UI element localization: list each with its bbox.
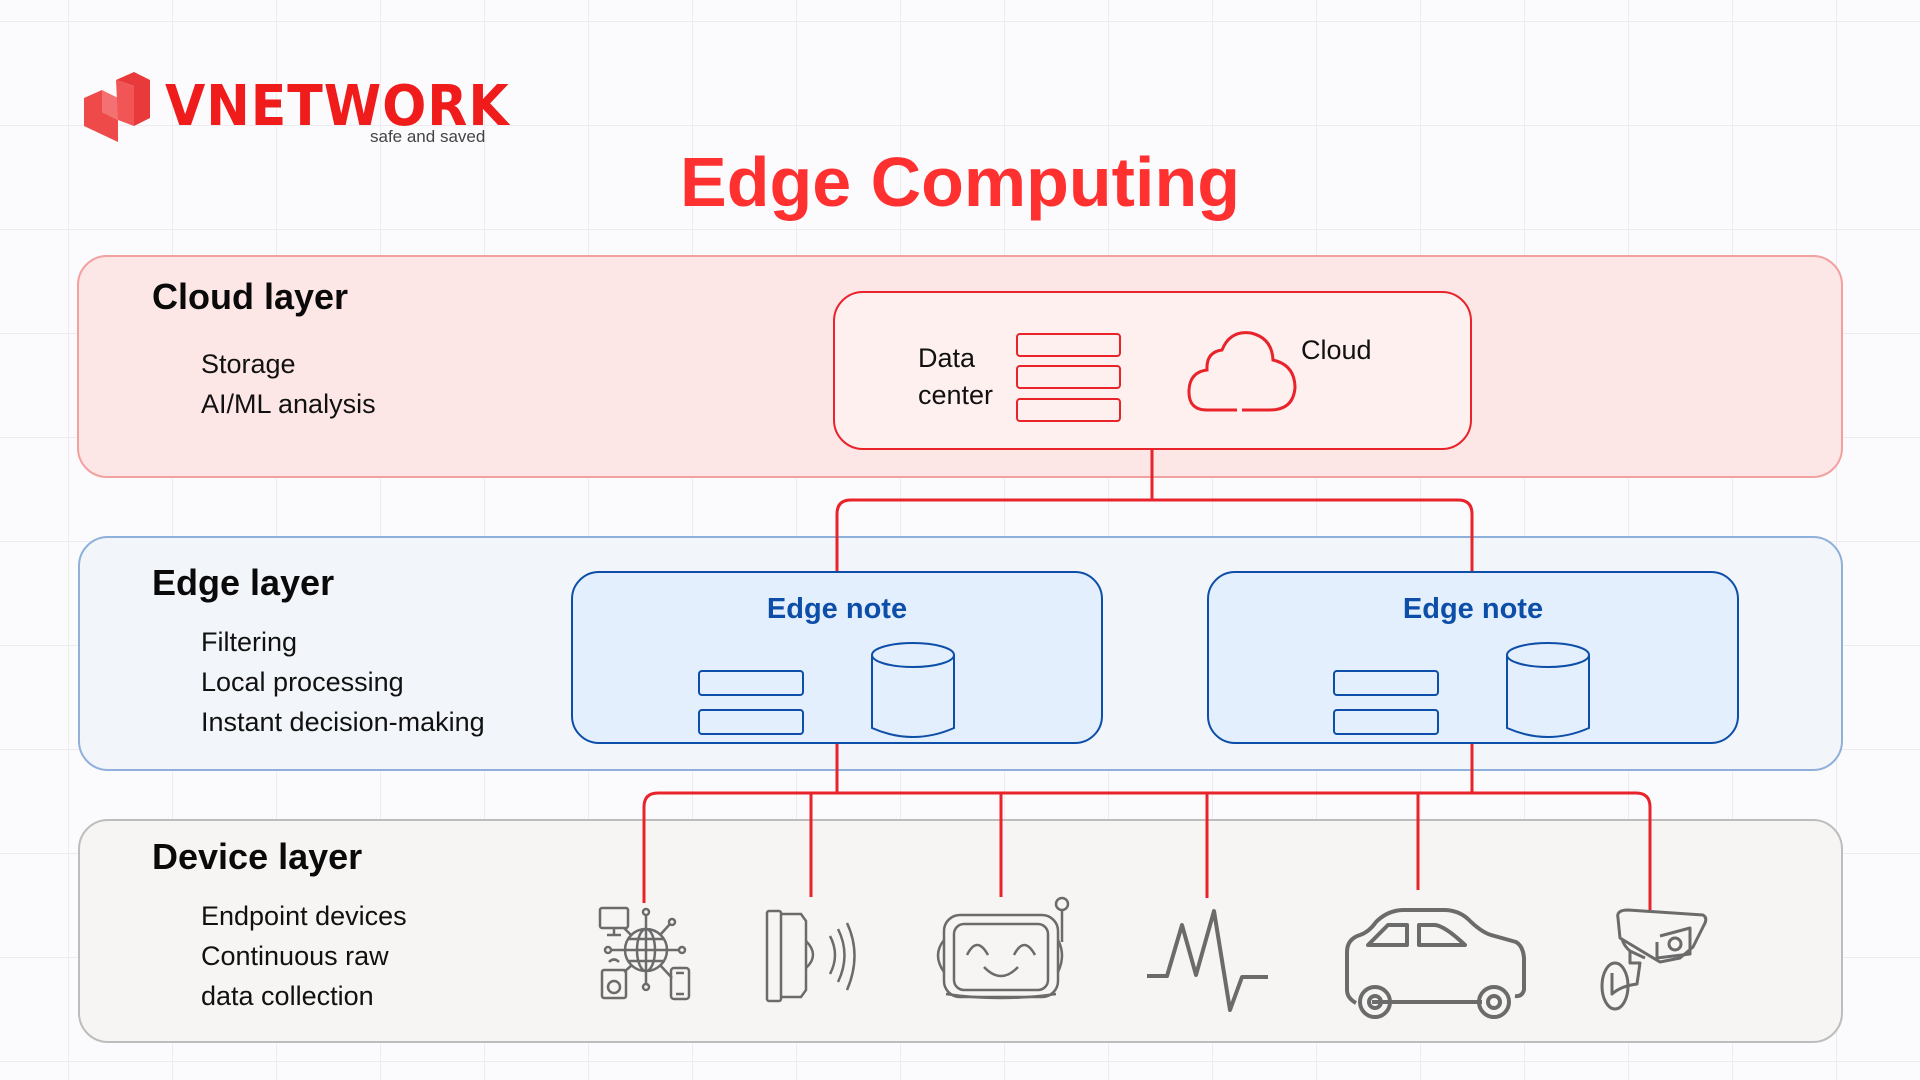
edge-node-1: Edge note bbox=[571, 571, 1103, 744]
edge-layer-item: Filtering bbox=[201, 627, 298, 657]
edge-node-title: Edge note bbox=[1402, 593, 1544, 625]
cloud-layer-item: AI/ML analysis bbox=[201, 389, 376, 419]
device-layer-item: Continuous raw bbox=[201, 941, 389, 971]
cloud-label: Cloud bbox=[1301, 335, 1372, 365]
cloud-components-box bbox=[833, 291, 1472, 450]
brand-logo bbox=[82, 72, 152, 144]
edge-node-2: Edge note bbox=[1207, 571, 1739, 744]
edge-layer-item: Local processing bbox=[201, 667, 404, 697]
data-center-label-line1: Data bbox=[918, 343, 976, 373]
cloud-layer-title: Cloud layer bbox=[152, 276, 349, 317]
edge-layer-title: Edge layer bbox=[152, 562, 335, 603]
edge-layer-item: Instant decision-making bbox=[201, 707, 485, 737]
cloud-layer-item: Storage bbox=[201, 349, 296, 379]
device-layer-item: data collection bbox=[201, 981, 374, 1011]
device-layer-item: Endpoint devices bbox=[201, 901, 407, 931]
brand-name: VNETWORK bbox=[165, 74, 510, 139]
data-center-label-line2: center bbox=[918, 380, 994, 410]
page-title: Edge Computing bbox=[680, 143, 1240, 221]
brand-tagline: safe and saved bbox=[370, 127, 486, 146]
vnetwork-logo-icon bbox=[84, 72, 150, 142]
device-layer-title: Device layer bbox=[152, 836, 363, 877]
data-center-label: Data center bbox=[918, 340, 993, 414]
edge-node-title: Edge note bbox=[766, 593, 908, 625]
